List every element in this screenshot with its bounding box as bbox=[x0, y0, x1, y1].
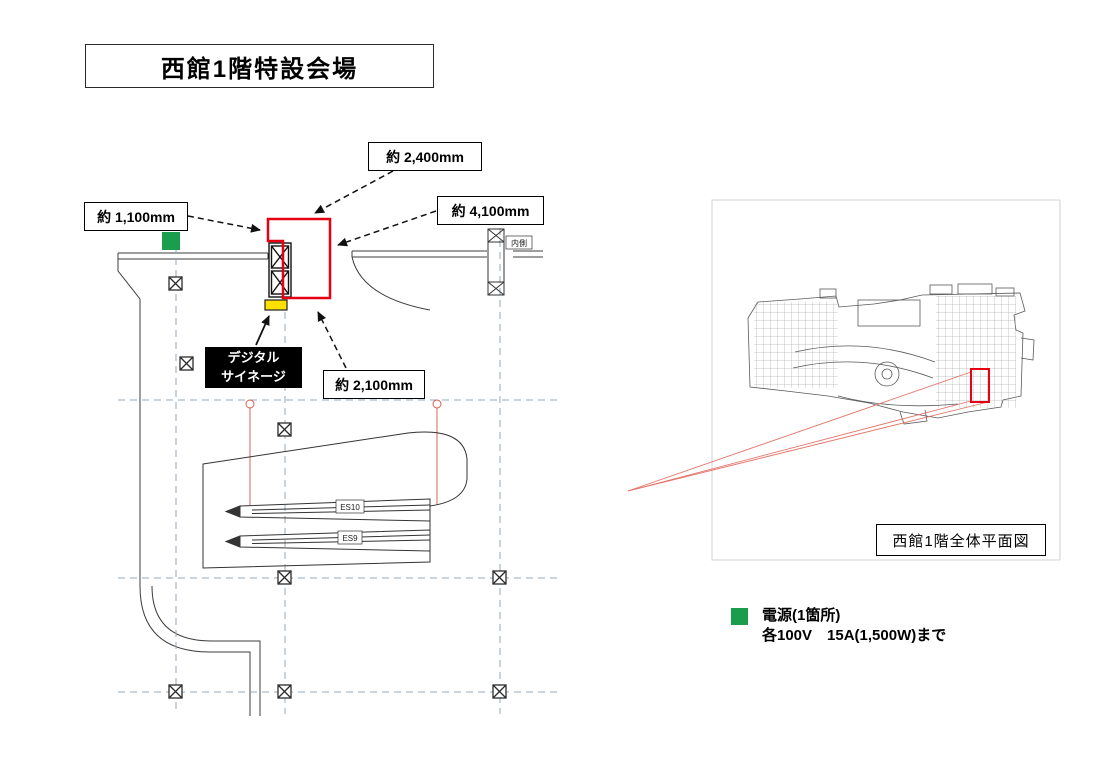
escalator-arrow-lower bbox=[224, 535, 241, 548]
overview-footprint bbox=[747, 283, 1035, 425]
dim-label-4100: 約 4,100mm bbox=[437, 196, 544, 225]
overview-map bbox=[627, 199, 1061, 561]
dim-label-2100: 約 2,100mm bbox=[323, 370, 425, 399]
arrow-dim-1100 bbox=[187, 215, 261, 233]
dim-label-1100: 約 1,100mm bbox=[84, 202, 188, 231]
annotation-arrows bbox=[187, 170, 437, 369]
escalator-arrow-upper bbox=[224, 505, 241, 518]
power-legend-text: 電源(1箇所) 各100V 15A(1,500W)まで bbox=[762, 606, 946, 645]
arrow-signage-pointer bbox=[255, 315, 270, 346]
digital-signage-marker bbox=[264, 299, 288, 311]
page-title: 西館1階特設会場 bbox=[160, 55, 359, 83]
section-markers bbox=[245, 399, 442, 505]
arrow-dim-2400 bbox=[314, 170, 394, 214]
overview-caption-box: 西館1階全体平面図 bbox=[876, 524, 1046, 556]
power-legend-detail: 各100V 15A(1,500W)まで bbox=[762, 626, 947, 644]
arrow-dim-4100 bbox=[337, 210, 437, 247]
overview-page-edge bbox=[711, 199, 1061, 561]
door-detail: 内側 bbox=[487, 228, 533, 296]
escalator-area: ES10 ES9 bbox=[202, 431, 468, 569]
digital-signage-label: デジタル サイネージ bbox=[205, 347, 302, 388]
main-plan-walls bbox=[117, 250, 543, 716]
dim-label-2400: 約 2,400mm bbox=[368, 142, 482, 171]
signage-stand-plan bbox=[268, 242, 292, 298]
power-legend: 電源(1箇所) 各100V 15A(1,500W)まで bbox=[731, 606, 946, 645]
power-legend-icon bbox=[731, 608, 748, 625]
door-note-label: 内側 bbox=[511, 238, 527, 248]
power-legend-title: 電源(1箇所) bbox=[762, 607, 841, 624]
grid-lines bbox=[118, 228, 562, 714]
page-title-box: 西館1階特設会場 bbox=[85, 44, 434, 88]
venue-outline bbox=[266, 217, 332, 300]
escalator-label-upper: ES10 bbox=[340, 503, 360, 512]
venue-locator-rect bbox=[970, 368, 990, 403]
escalator-label-lower: ES9 bbox=[342, 534, 358, 543]
arrow-dim-2100 bbox=[317, 311, 347, 369]
structural-columns bbox=[168, 276, 507, 699]
locator-lines bbox=[627, 371, 989, 492]
power-outlet-marker bbox=[162, 232, 180, 250]
